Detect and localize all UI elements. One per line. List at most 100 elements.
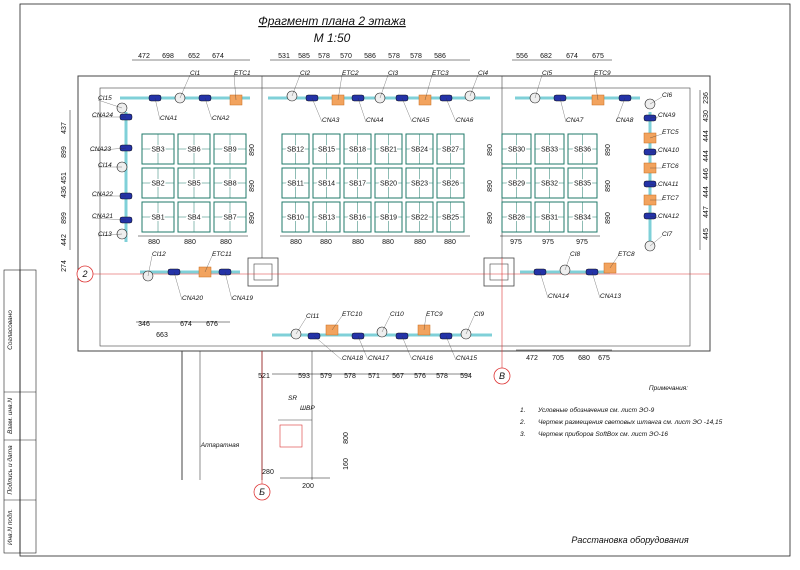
dimension: 880 xyxy=(352,239,364,246)
dimension: 571 xyxy=(368,373,380,380)
dimension: 594 xyxy=(460,373,472,380)
rack-label: SB23 xyxy=(411,181,428,188)
device-etc2: ETC2 xyxy=(331,70,359,106)
svg-text:CNA6: CNA6 xyxy=(456,117,474,124)
svg-text:ETC8: ETC8 xyxy=(618,251,635,258)
rack-label: SB8 xyxy=(223,181,236,188)
dimension: 705 xyxy=(552,355,564,362)
dimension: 274 xyxy=(61,260,68,272)
device-cna16: CNA16 xyxy=(395,332,433,362)
svg-text:CI6: CI6 xyxy=(662,92,673,99)
device-cna12: CNA12 xyxy=(643,212,679,220)
dimension: 890 xyxy=(605,180,612,192)
rack-label: SB5 xyxy=(187,181,200,188)
svg-text:CNA11: CNA11 xyxy=(658,181,679,188)
room-label: Аппаратная xyxy=(200,442,240,449)
svg-text:CNA21: CNA21 xyxy=(92,213,113,220)
dimension: 680 xyxy=(578,355,590,362)
dimension: 899 xyxy=(61,146,68,158)
device-ci3: CI3 xyxy=(374,70,399,104)
svg-text:CNA23: CNA23 xyxy=(90,146,111,153)
rack-label: SB21 xyxy=(380,147,397,154)
shvr-label: ШВР xyxy=(300,405,315,412)
svg-text:CI8: CI8 xyxy=(570,251,581,258)
dimension: 570 xyxy=(340,53,352,60)
svg-text:ETC11: ETC11 xyxy=(212,251,232,258)
device-cna24: CNA24 xyxy=(92,112,133,121)
dimension: 442 xyxy=(61,234,68,246)
rack-label: SB11 xyxy=(287,181,304,188)
dimension: 880 xyxy=(220,239,232,246)
dimension: 663 xyxy=(156,332,168,339)
device-cna6: CNA6 xyxy=(439,94,474,124)
svg-text:ETC10: ETC10 xyxy=(342,311,363,318)
device-ci15: CI15 xyxy=(97,95,128,114)
note-number: 3. xyxy=(520,431,526,438)
device-ci2: CI2 xyxy=(286,70,311,102)
axis-label-v: В xyxy=(499,371,505,381)
device-etc9: ETC9 xyxy=(591,70,611,106)
note-number: 1. xyxy=(520,407,526,414)
note-number: 2. xyxy=(519,419,526,426)
svg-text:CI9: CI9 xyxy=(474,311,485,318)
dimension: 880 xyxy=(184,239,196,246)
dimension: 890 xyxy=(249,212,256,224)
dimension: 890 xyxy=(249,144,256,156)
svg-text:CI13: CI13 xyxy=(98,231,112,238)
dimension: 880 xyxy=(320,239,332,246)
svg-text:ETC7: ETC7 xyxy=(662,195,679,202)
svg-text:CNA20: CNA20 xyxy=(182,295,203,302)
device-cna4: CNA4 xyxy=(351,94,384,124)
dimension: 200 xyxy=(302,483,314,490)
dimension: 593 xyxy=(298,373,310,380)
dimension: 674 xyxy=(566,53,578,60)
note-text: Условные обозначения см. лист ЭО-9 xyxy=(537,406,655,414)
dimension: 675 xyxy=(598,355,610,362)
dimension: 567 xyxy=(392,373,404,380)
dimension: 674 xyxy=(212,53,224,60)
rack-label: SB29 xyxy=(508,181,525,188)
device-cna22: CNA22 xyxy=(92,191,133,200)
dimension: 280 xyxy=(262,469,274,476)
dimension: 472 xyxy=(138,53,150,60)
sr-label: SR xyxy=(288,395,297,402)
device-ci1: CI1 xyxy=(174,70,201,104)
rack-label: SB3 xyxy=(151,147,164,154)
dimension: 436 xyxy=(61,186,68,198)
device-etc5: ETC5 xyxy=(643,129,679,144)
rack-label: SB25 xyxy=(442,215,459,222)
rack-label: SB1 xyxy=(151,215,164,222)
dimension: 880 xyxy=(444,239,456,246)
dimension: 444 xyxy=(703,130,710,142)
dimension: 236 xyxy=(703,92,710,104)
svg-text:CNA13: CNA13 xyxy=(600,293,621,300)
rack-label: SB20 xyxy=(380,181,397,188)
svg-text:CNA19: CNA19 xyxy=(232,295,253,302)
dimension: 674 xyxy=(180,321,192,328)
dimension: 880 xyxy=(290,239,302,246)
svg-text:CNA7: CNA7 xyxy=(566,117,584,124)
svg-text:CNA24: CNA24 xyxy=(92,112,113,119)
device-cna3: CNA3 xyxy=(305,94,340,124)
rack-label: SB12 xyxy=(287,147,304,154)
note-text: Чертеж приборов SoftBox см. лист ЭО-16 xyxy=(538,430,668,438)
rack-label: SB15 xyxy=(318,147,335,154)
dimension: 472 xyxy=(526,355,538,362)
device-cna1: CNA1 xyxy=(148,94,178,122)
rack-label: SB7 xyxy=(223,215,236,222)
device-cna14: CNA14 xyxy=(533,268,569,300)
svg-text:CI2: CI2 xyxy=(300,70,311,77)
svg-text:ETC3: ETC3 xyxy=(432,70,449,77)
dimension: 437 xyxy=(61,122,68,134)
dimension: 675 xyxy=(592,53,604,60)
rack-label: SB13 xyxy=(318,215,335,222)
dimension: 346 xyxy=(138,321,150,328)
rack-label: SB18 xyxy=(349,147,366,154)
dimension: 451 xyxy=(61,172,68,184)
dimension: 521 xyxy=(258,373,270,380)
dimension: 698 xyxy=(162,53,174,60)
dimension: 586 xyxy=(434,53,446,60)
sheet-frame xyxy=(19,3,791,557)
